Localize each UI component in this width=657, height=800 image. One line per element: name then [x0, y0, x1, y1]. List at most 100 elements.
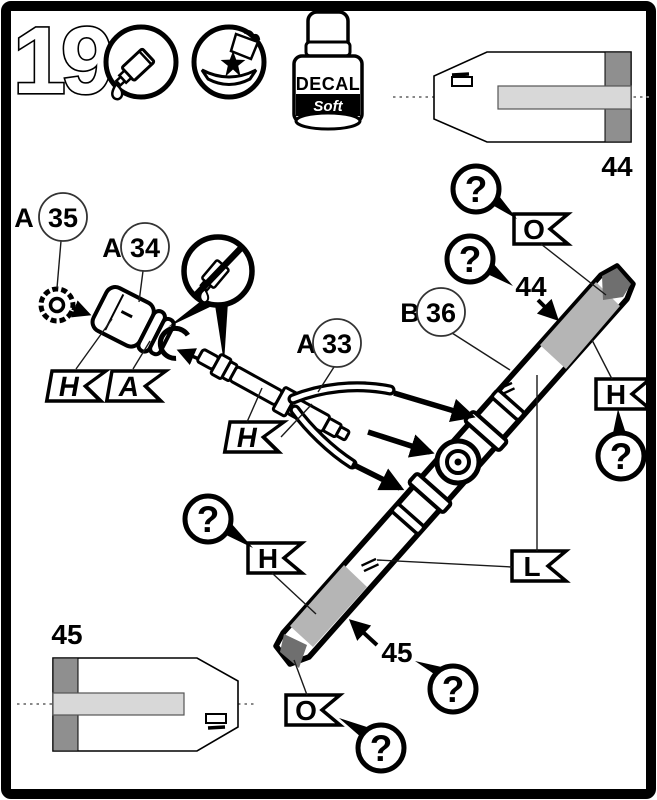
- upper-prong: [290, 384, 393, 402]
- lower-prong: [292, 407, 355, 467]
- callout-a35: A 35: [14, 192, 88, 289]
- leader-top-o: [540, 243, 607, 296]
- decal-number: 44: [515, 271, 547, 302]
- bottle-base: [294, 111, 362, 131]
- marking-bottom: [207, 725, 226, 730]
- glue-tube: [114, 47, 156, 88]
- leader-bottom-o: [293, 659, 308, 696]
- bottle-name: DECAL: [296, 74, 361, 94]
- inset-label: 44: [601, 151, 633, 182]
- star-decal: [220, 51, 246, 77]
- question-mark-icon: ?: [610, 436, 633, 477]
- decal-sheet: [229, 32, 260, 61]
- decal-stripe: [497, 85, 632, 110]
- step-number: 19: [13, 8, 111, 114]
- question-circle: [595, 430, 647, 482]
- grommet-hole: [48, 296, 66, 314]
- leader-shaft-h2: [280, 403, 313, 438]
- assembly-arrow-3: [350, 461, 405, 491]
- decal-arrow: [536, 298, 559, 321]
- flag-shape: [510, 549, 571, 583]
- decal-soft-bottle: DECAL Soft: [292, 10, 364, 131]
- paint-flag-spinner-h: H: [44, 369, 112, 403]
- part-number-circle: [120, 222, 170, 272]
- sprue-letter: A: [102, 233, 122, 263]
- question-mark-icon: ?: [465, 169, 488, 210]
- callout-a33: A 33: [296, 318, 362, 393]
- glue-drop: [111, 81, 124, 101]
- part-number-circle: [38, 192, 88, 242]
- decal-callout-44: 44: [515, 271, 559, 321]
- leader-line: [138, 270, 144, 303]
- flag-letter: O: [295, 695, 317, 726]
- sprue-letter: A: [296, 329, 316, 359]
- decal-soak-icon: [191, 24, 267, 100]
- question-marker-right-h: ?: [595, 409, 647, 482]
- flag-letter: H: [606, 379, 626, 410]
- part-number: 35: [48, 203, 78, 233]
- decal-callout-45: 45: [348, 619, 413, 668]
- part-prop-shaft: [196, 348, 396, 470]
- paint-flag-blades-l: L: [510, 549, 571, 583]
- marking-box: [205, 713, 227, 724]
- leader-line: [317, 366, 335, 393]
- fingers: [243, 30, 261, 41]
- spinner-dash-mark: [120, 310, 133, 319]
- question-marker-45: ?: [415, 661, 479, 715]
- question-circle: [450, 163, 502, 215]
- assembly-arrow-1: [393, 390, 476, 423]
- bottle-subname: Soft: [313, 98, 343, 115]
- spinner-backplate-c-ring: [157, 325, 190, 361]
- question-circle: [427, 663, 479, 715]
- flag-shape: [594, 377, 655, 411]
- paint-flag-right-h: H: [594, 377, 655, 411]
- assembly-arrow-2: [367, 429, 435, 458]
- hub-collar: [390, 502, 426, 536]
- hub-collar: [490, 388, 526, 422]
- prohibition-slash: [192, 244, 245, 299]
- bottle-label-band: [296, 94, 360, 116]
- decal-number: 45: [381, 637, 412, 668]
- question-mark-icon: ?: [459, 239, 482, 280]
- pointer-wedge-left: [168, 301, 212, 327]
- question-mark-icon: ?: [197, 499, 220, 540]
- flag-letter: H: [258, 543, 278, 574]
- part-number: 33: [322, 329, 352, 359]
- no-glue-icon: [168, 234, 255, 363]
- paint-flag-shaft-h: H: [222, 420, 290, 454]
- hub-collar: [407, 472, 453, 514]
- callout-b36: B 36: [400, 287, 511, 371]
- marking-top: [451, 72, 470, 77]
- leader-lower-h: [271, 572, 317, 615]
- flag-letter: O: [523, 214, 545, 245]
- part-spinner: [90, 285, 190, 361]
- paint-flag-spinner-a: A: [104, 369, 172, 403]
- upper-blade-stripe: [540, 282, 620, 369]
- paint-flag-top-o: O: [512, 212, 573, 246]
- flag-shape: [44, 369, 112, 403]
- leader-spinner-h: [75, 318, 113, 370]
- part-number: 36: [426, 298, 456, 328]
- leader-shaft-h1: [246, 387, 263, 423]
- part-number-circle: [416, 287, 466, 337]
- inset-bottom-left: 45: [17, 619, 257, 752]
- inset-label: 45: [51, 619, 82, 650]
- glue-icon: [103, 24, 179, 101]
- flag-shape: [222, 420, 290, 454]
- grommet-insert-arrow: [71, 300, 92, 318]
- question-circle: [182, 493, 234, 545]
- question-mark-icon: ?: [442, 669, 465, 710]
- decal-arrow: [348, 619, 379, 647]
- callout-a34: A 34: [102, 222, 170, 303]
- flag-shape: [284, 693, 345, 727]
- question-circle: [355, 722, 407, 774]
- leader-line: [451, 332, 511, 371]
- leader-l-horizontal: [376, 559, 513, 568]
- upper-blade-tip-decal: [602, 268, 631, 300]
- question-marker-44: ?: [444, 233, 513, 286]
- water-dish: [200, 68, 258, 86]
- question-marker-lower-h: ?: [182, 493, 253, 548]
- assembly-arrows: [350, 390, 476, 491]
